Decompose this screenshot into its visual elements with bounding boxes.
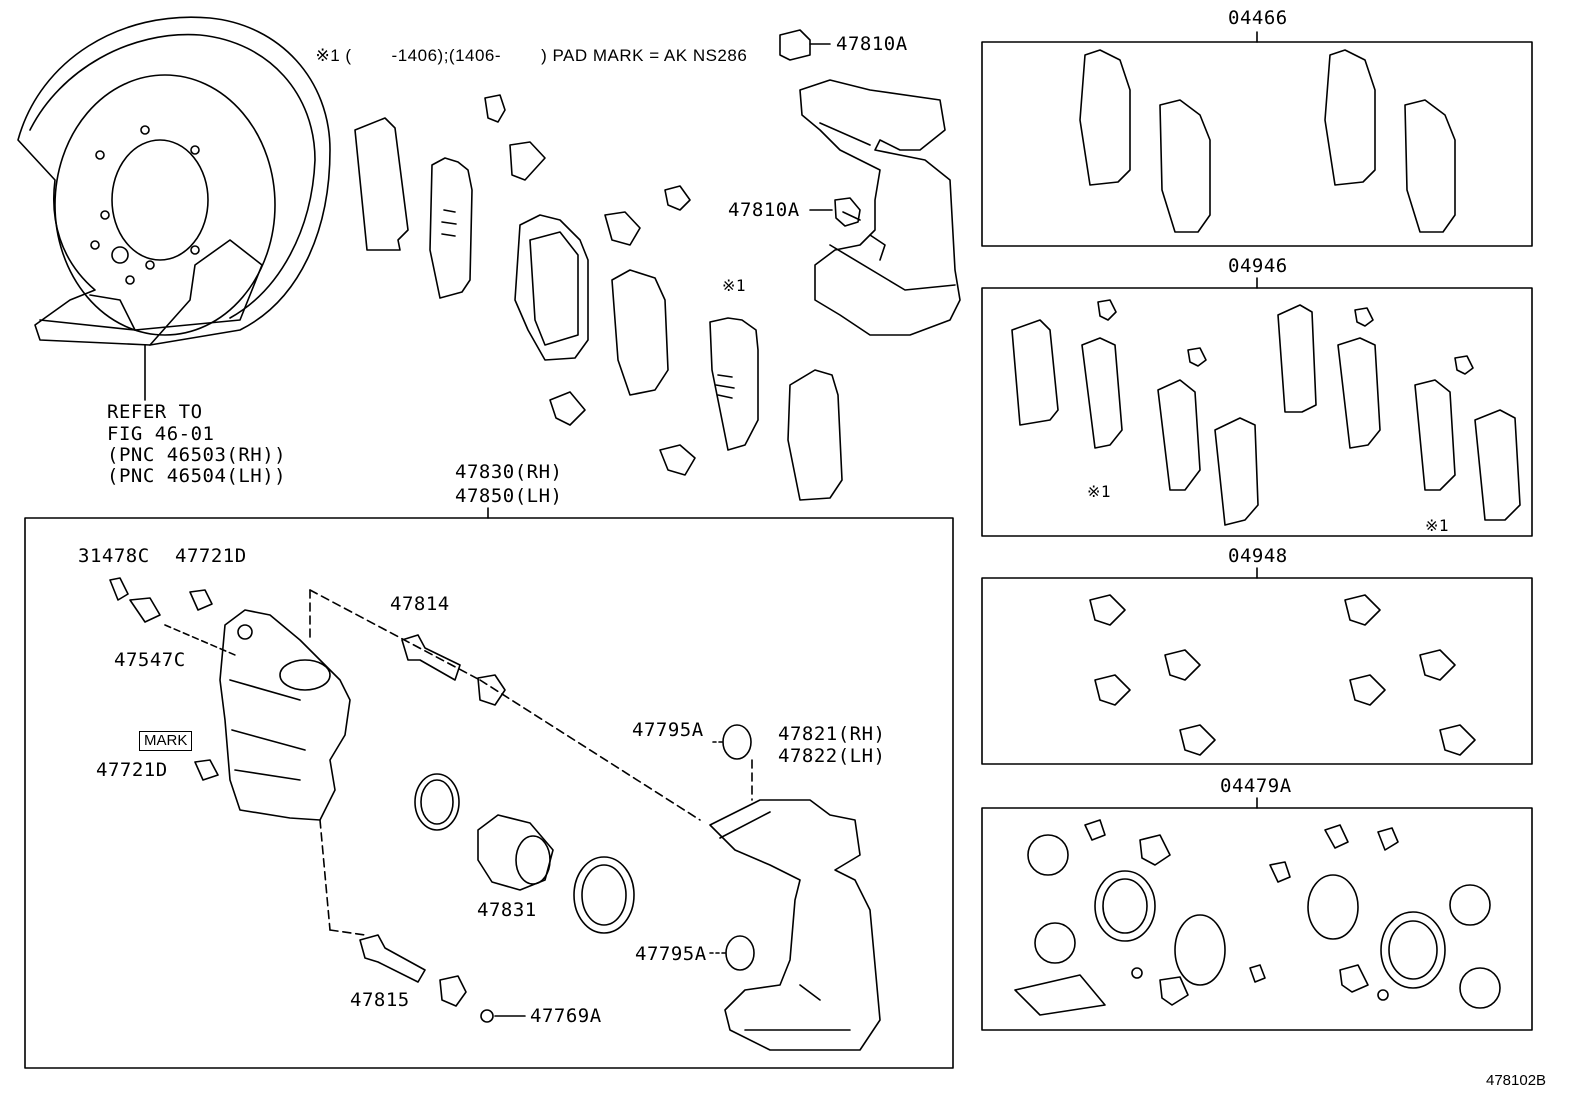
- part-31478c-label: 31478C: [78, 545, 150, 567]
- dashed-lines: [309, 589, 753, 936]
- part-47831-label: 47831: [477, 899, 537, 921]
- pad-mark-note-prefix: ※1 (: [315, 46, 352, 65]
- kit-04466-label: 04466: [1228, 7, 1288, 29]
- refer-line-2: FIG 46-01: [107, 423, 215, 445]
- mark-label: MARK: [139, 731, 193, 751]
- kit-04466-pads: [1079, 49, 1456, 233]
- bolt-drawings: [779, 29, 861, 227]
- part-47721d-bottom-label: 47721D: [96, 759, 168, 781]
- part-47810a-mid-label: 47810A: [728, 199, 800, 221]
- part-47814-label: 47814: [390, 593, 450, 615]
- part-47830-label: 47830(RH): [455, 461, 563, 483]
- kit-04946-label: 04946: [1228, 255, 1288, 277]
- pad-mark-kit-right: ※1: [1425, 516, 1450, 535]
- pad-mark-note: ※1 ( -1406);(1406- ) PAD MARK = AK NS286: [305, 26, 747, 66]
- dust-cover-drawing: [17, 16, 331, 401]
- caliper-body-drawing: [109, 577, 351, 821]
- kit-04946-shims: [1011, 299, 1521, 526]
- kit-04479a-label: 04479A: [1220, 775, 1292, 797]
- kit-04948-label: 04948: [1228, 545, 1288, 567]
- refer-line-4: (PNC 46504(LH)): [107, 465, 287, 487]
- pad-mark-note-suffix: ) PAD MARK = AK NS286: [541, 46, 748, 65]
- part-47810a-top-label: 47810A: [836, 33, 908, 55]
- pad-mark-kit-left: ※1: [1087, 482, 1112, 501]
- mounting-bracket-top: [799, 79, 961, 336]
- refer-line-1: REFER TO: [107, 401, 203, 423]
- piston-drawings: [414, 773, 635, 934]
- part-47547c-label: 47547C: [114, 649, 186, 671]
- part-47795a-top-label: 47795A: [632, 719, 704, 741]
- mounting-bracket-bottom: [709, 724, 881, 1051]
- kit-04479a-seals: [1014, 819, 1501, 1016]
- part-47795a-bottom-label: 47795A: [635, 943, 707, 965]
- part-47815-label: 47815: [350, 989, 410, 1011]
- pin-drawings: [359, 634, 526, 1023]
- part-47721d-top-label: 47721D: [175, 545, 247, 567]
- pad-mark-top: ※1: [722, 276, 747, 295]
- part-47822-label: 47822(LH): [778, 745, 886, 767]
- figure-reference: 478102B: [1486, 1072, 1547, 1089]
- part-47769a-label: 47769A: [530, 1005, 602, 1027]
- pad-mark-note-range: -1406);(1406-: [391, 46, 502, 65]
- kit-04948-clips: [1089, 594, 1476, 756]
- part-47850-label: 47850(LH): [455, 485, 563, 507]
- part-47821-label: 47821(RH): [778, 723, 886, 745]
- pad-shims-top: [354, 94, 843, 501]
- refer-line-3: (PNC 46503(RH)): [107, 444, 287, 466]
